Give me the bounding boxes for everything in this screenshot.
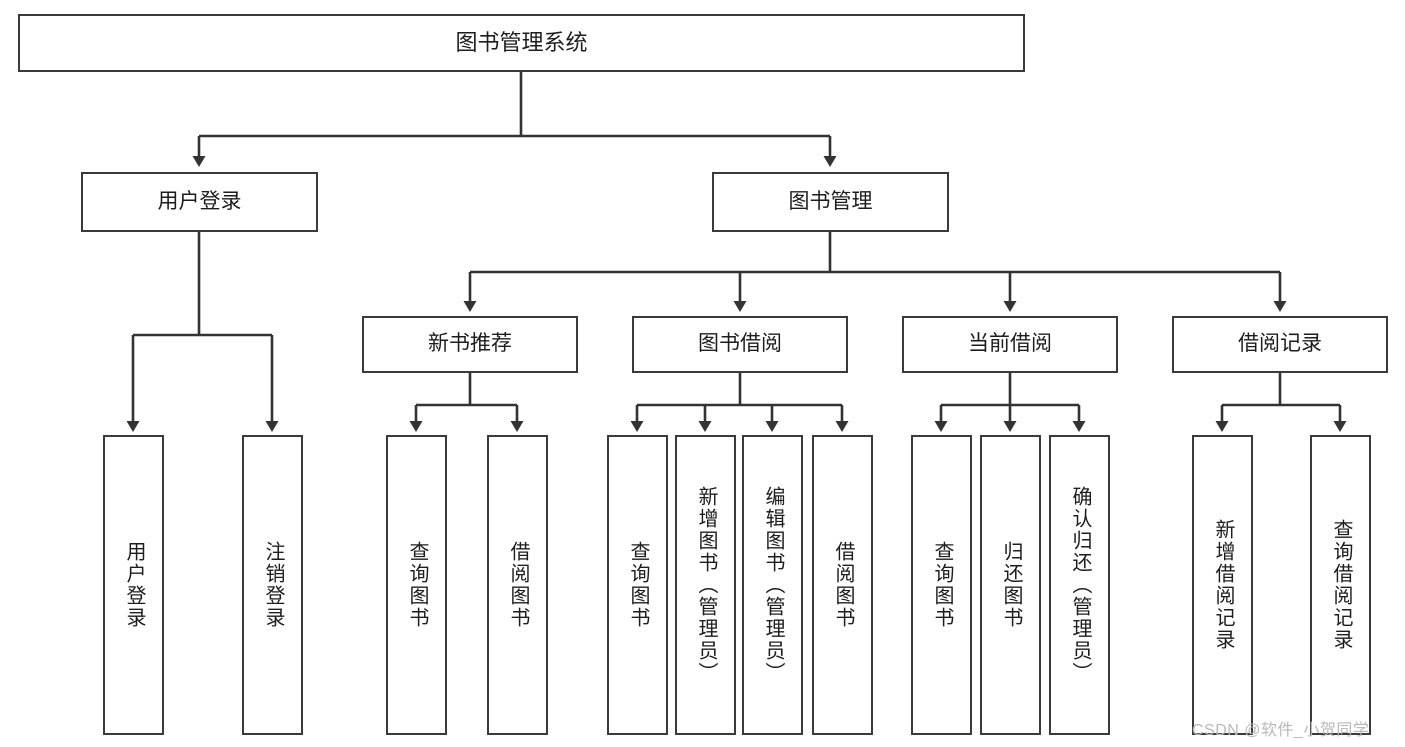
- node-book-management[interactable]: 图书管理: [712, 172, 949, 232]
- leaf-query-book-current[interactable]: 查询图书: [911, 435, 972, 735]
- node-label: 确认归还（管理员）: [1069, 486, 1091, 684]
- node-current-borrow[interactable]: 当前借阅: [902, 316, 1118, 373]
- leaf-user-login[interactable]: 用户登录: [103, 435, 164, 735]
- node-label: 借阅图书: [832, 541, 854, 629]
- node-label: 图书管理: [788, 189, 873, 213]
- node-root-system[interactable]: 图书管理系统: [18, 14, 1025, 72]
- node-label: 注销登录: [262, 541, 284, 629]
- leaf-add-book-admin[interactable]: 新增图书（管理员）: [675, 435, 736, 735]
- leaf-query-book-recommend[interactable]: 查询图书: [386, 435, 447, 735]
- node-book-borrow[interactable]: 图书借阅: [632, 316, 848, 373]
- node-label: 用户登录: [157, 189, 242, 213]
- node-label: 当前借阅: [968, 332, 1052, 356]
- node-label: 新书推荐: [428, 332, 512, 356]
- node-label: 用户登录: [123, 541, 145, 629]
- node-label: 图书管理系统: [455, 30, 588, 56]
- leaf-return-book[interactable]: 归还图书: [980, 435, 1041, 735]
- node-user-login[interactable]: 用户登录: [81, 172, 318, 232]
- node-label: 归还图书: [1000, 541, 1022, 629]
- watermark-text: CSDN @软件_小贺同学: [1192, 722, 1370, 739]
- leaf-borrow-book-recommend[interactable]: 借阅图书: [487, 435, 548, 735]
- leaf-logout-login[interactable]: 注销登录: [242, 435, 303, 735]
- node-label: 编辑图书（管理员）: [762, 486, 784, 684]
- leaf-edit-book-admin[interactable]: 编辑图书（管理员）: [742, 435, 803, 735]
- node-label: 借阅记录: [1238, 332, 1322, 356]
- node-label: 查询借阅记录: [1330, 519, 1352, 651]
- node-label: 新增图书（管理员）: [695, 486, 717, 684]
- node-label: 图书借阅: [698, 332, 782, 356]
- leaf-borrow-book[interactable]: 借阅图书: [812, 435, 873, 735]
- node-new-book-recommend[interactable]: 新书推荐: [362, 316, 578, 373]
- node-label: 查询图书: [627, 541, 649, 629]
- node-borrow-record[interactable]: 借阅记录: [1172, 316, 1388, 373]
- node-label: 查询图书: [406, 541, 428, 629]
- leaf-query-book-borrow[interactable]: 查询图书: [607, 435, 668, 735]
- node-label: 借阅图书: [507, 541, 529, 629]
- leaf-query-borrow-record[interactable]: 查询借阅记录: [1310, 435, 1371, 735]
- leaf-add-borrow-record[interactable]: 新增借阅记录: [1192, 435, 1253, 735]
- node-label: 查询图书: [931, 541, 953, 629]
- node-label: 新增借阅记录: [1212, 519, 1234, 651]
- leaf-confirm-return-admin[interactable]: 确认归还（管理员）: [1049, 435, 1110, 735]
